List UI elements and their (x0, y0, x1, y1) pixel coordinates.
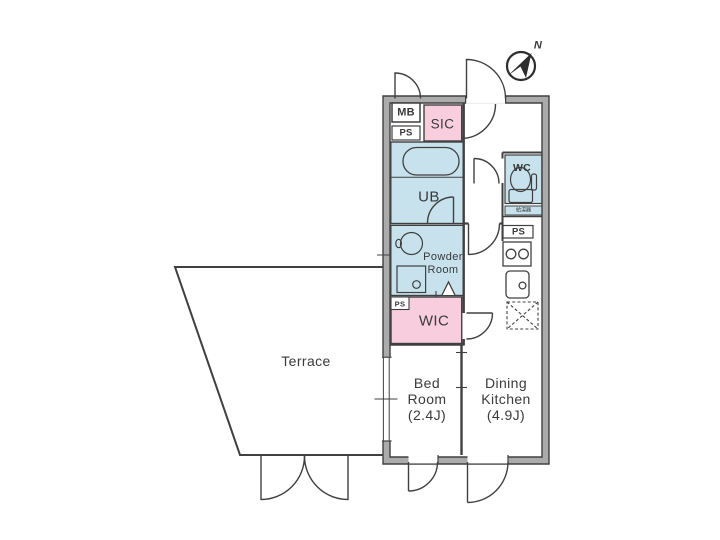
wc-door-icon (473, 157, 500, 184)
ub-label: UB (418, 188, 440, 205)
bathtub-icon (402, 146, 460, 176)
refrigerator-space-icon (506, 301, 539, 330)
wc-room (501, 151, 543, 241)
ub-room (390, 141, 465, 225)
ub-door-icon (426, 196, 455, 224)
dk-terrace-door-icon (466, 461, 509, 504)
terrace-label: Terrace (281, 353, 331, 369)
kitchen (502, 224, 539, 330)
bedroom-size: (2.4J) (407, 407, 447, 423)
compass-north-label: N (533, 39, 543, 52)
mb-label: MB (397, 106, 415, 118)
ps-wic-label: PS (394, 298, 406, 308)
bedroom-label: Bed Room (2.4J) (408, 375, 447, 423)
entrance-door-icon (465, 58, 507, 99)
terrace-door-icon (260, 455, 349, 501)
washbasin-icon (395, 231, 424, 256)
wic-room (390, 296, 463, 345)
sink-icon (505, 270, 530, 299)
sic-label: SIC (430, 115, 455, 131)
bedroom-terrace-door-icon (407, 461, 439, 492)
bedroom-label-line1: Bed (413, 375, 441, 391)
dining-kitchen-label: Dining Kitchen (4.9J) (481, 375, 531, 423)
wic-label: WIC (418, 312, 450, 330)
bedroom-label-line2: Room (407, 391, 447, 407)
mb-door-icon (394, 72, 422, 99)
ps-kitchen-label: PS (511, 225, 526, 237)
hall-door-icon (460, 103, 497, 140)
dining-kitchen-label-line2: Kitchen (481, 391, 531, 407)
powder-room-label-line2: Room (427, 264, 459, 276)
powder-room-label: Powder Room (423, 251, 463, 277)
toilet-icon (508, 166, 538, 204)
terrace-outline (173, 266, 385, 456)
powder-room (390, 224, 465, 300)
doors (394, 58, 509, 504)
entrance-closets (391, 102, 463, 142)
powder-room-label-line1: Powder (423, 251, 463, 263)
wic-door-icon (466, 312, 494, 340)
washing-machine-icon (396, 265, 427, 294)
dining-kitchen-label-line1: Dining (484, 375, 528, 391)
water-heater-label: 給湯器 (515, 207, 532, 213)
window-and-jambs (374, 95, 509, 464)
dining-kitchen-size: (4.9J) (486, 407, 526, 423)
compass-icon (505, 50, 537, 82)
ps-entrance-label: PS (399, 127, 413, 139)
dk-hall-door-icon (467, 223, 501, 256)
wc-label: WC (513, 161, 531, 174)
stove-icon (502, 241, 532, 267)
